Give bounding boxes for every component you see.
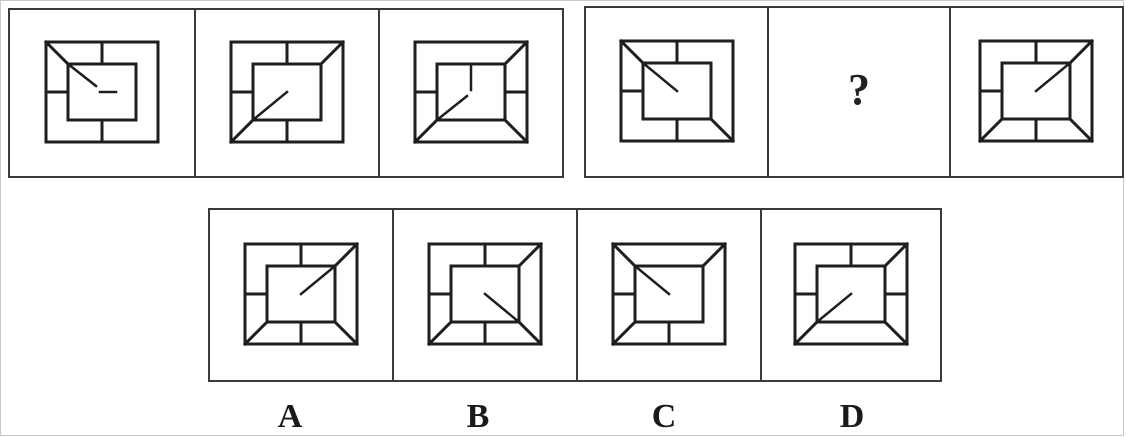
option-d-drawing: [792, 241, 910, 347]
corner-line-br: [516, 319, 544, 347]
corner-line-bl: [228, 117, 256, 145]
corner-line-tr: [516, 241, 544, 269]
option-a[interactable]: [210, 210, 394, 380]
figure-1-3: [380, 10, 562, 176]
sequence-group-2: ?: [584, 6, 1124, 178]
figure-2-3-drawing: [978, 38, 1095, 144]
missing-figure-cell: ?: [769, 8, 951, 176]
corner-line-tl: [43, 39, 71, 67]
inner-segment: [1034, 61, 1073, 93]
option-b[interactable]: [394, 210, 578, 380]
inner-segment: [299, 264, 337, 296]
inner-segment: [483, 292, 521, 324]
figure-1-1-drawing: [43, 39, 160, 144]
option-d-label: D: [839, 398, 865, 435]
option-b-drawing: [426, 241, 544, 347]
corner-line-bl: [426, 319, 454, 347]
corner-line-tr: [332, 241, 360, 269]
inner-segment: [251, 90, 289, 122]
figure-1-2-drawing: [228, 39, 346, 145]
inner-segment: [435, 94, 469, 122]
corner-line-bl: [792, 319, 820, 347]
figure-1-1: [10, 10, 196, 176]
corner-line-br: [1068, 116, 1095, 144]
corner-line-tr: [1068, 38, 1095, 66]
option-c-label: C: [651, 398, 677, 435]
corner-line-bl: [978, 116, 1005, 144]
sequence-group-1: [8, 8, 564, 178]
inner-segment: [640, 61, 679, 93]
figure-1-2: [196, 10, 380, 176]
option-b-label: B: [466, 398, 490, 435]
corner-line-tr: [700, 241, 728, 269]
corner-line-tl: [618, 38, 645, 66]
corner-line-br: [882, 319, 910, 347]
inner-segment: [815, 292, 853, 324]
option-c-drawing: [610, 241, 728, 347]
answer-options: [208, 208, 942, 382]
corner-line-tr: [318, 39, 346, 67]
option-c[interactable]: [578, 210, 762, 380]
figure-1-3-drawing: [412, 39, 530, 145]
corner-line-br: [708, 116, 735, 144]
corner-line-tr: [502, 39, 530, 67]
corner-line-br: [502, 117, 530, 145]
corner-line-bl: [610, 319, 638, 347]
figure-2-1-drawing: [618, 38, 735, 144]
inner-segment: [633, 264, 671, 296]
option-d[interactable]: [762, 210, 940, 380]
option-a-label: A: [277, 398, 303, 435]
inner-segment: [66, 62, 98, 88]
option-a-drawing: [242, 241, 360, 347]
question-mark: ?: [847, 64, 870, 114]
corner-line-bl: [242, 319, 270, 347]
corner-line-bl: [412, 117, 440, 145]
corner-line-tr: [882, 241, 910, 269]
corner-line-br: [332, 319, 360, 347]
corner-line-tl: [610, 241, 638, 269]
figure-2-1: [586, 8, 770, 176]
figure-2-3: [950, 8, 1122, 176]
